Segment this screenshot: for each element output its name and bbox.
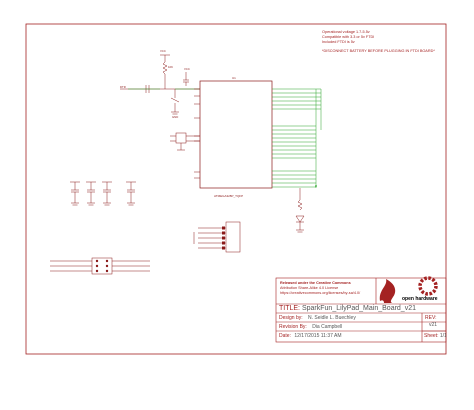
mcu-left-pins — [194, 88, 200, 179]
svg-text:VCC: VCC — [184, 67, 190, 71]
design-row: Design by: N. Seidle L. Buechley — [279, 315, 356, 321]
svg-text:VCC: VCC — [160, 49, 166, 53]
title-label: TITLE: — [279, 305, 301, 312]
license-line-3: https://creativecommons.org/licenses/by-… — [280, 291, 361, 296]
rev-label: REV: — [425, 315, 437, 321]
reset-labels: VCC 10K DTR GND VCC — [120, 49, 190, 119]
sheet-value: 1/1 — [439, 333, 447, 339]
title-value: SparkFun_LilyPad_Main_Board_v21 — [301, 305, 416, 312]
note-battery-warning: *DISCONNECT BATTERY BEFORE PLUGGING IN F… — [322, 49, 435, 53]
svg-text:10K: 10K — [168, 65, 173, 69]
rev-cell: REV: v21 — [425, 315, 437, 329]
sheet-row: Sheet: 1/1 — [424, 333, 447, 339]
date-label: Date: — [279, 333, 291, 339]
open-hardware-logo-icon — [379, 276, 438, 303]
mcu-right-vertical-bus — [315, 89, 322, 188]
design-value: N. Seidle L. Buechley — [308, 315, 356, 321]
revision-label: Revision By: — [279, 324, 307, 330]
resonator — [170, 132, 200, 151]
date-value: 12/17/2015 11:37 AM — [294, 333, 342, 339]
note-operational-voltage: Operational voltage 1.7-5.5v — [322, 30, 370, 34]
mcu-symbol: U1 ATMEGA328P_TQFP — [199, 76, 273, 198]
sheet-label: Sheet: — [424, 333, 439, 339]
status-led — [295, 188, 305, 233]
mcu-right-wires — [272, 88, 321, 188]
license-block: Released under the Creative Commons Attr… — [280, 281, 360, 297]
serial-header-pins — [95, 259, 109, 273]
revision-row: Revision By: Dia Campbell — [279, 324, 342, 330]
decoupling-caps — [70, 181, 136, 206]
mcu-ref: U1 — [232, 76, 236, 80]
license-line-1: Released under the Creative Commons — [280, 281, 351, 285]
design-notes: Operational voltage 1.7-5.5v Compatible … — [322, 30, 435, 54]
note-ftdi-compatibility: Compatible with 3.3 or 5v FTDI — [322, 35, 375, 39]
mcu-body — [199, 80, 273, 189]
note-ftdi-included: Included FTDI is 5v — [322, 40, 355, 44]
serial-header — [50, 257, 150, 275]
license-line-2: Attribution Share-Alike 4.0 License — [280, 286, 339, 291]
revision-value: Dia Campbell — [312, 324, 343, 330]
mcu-part: ATMEGA328P_TQFP — [214, 194, 243, 198]
isp-header-pins — [222, 226, 225, 250]
date-row: Date: 12/17/2015 11:37 AM — [279, 333, 342, 339]
reset-circuit — [120, 54, 200, 115]
design-label: Design by: — [279, 315, 303, 321]
bus-junctions — [315, 185, 317, 187]
isp-header — [193, 221, 241, 253]
title-block — [275, 277, 447, 343]
svg-text:GND: GND — [172, 115, 178, 119]
rev-value: v21 — [429, 322, 438, 328]
drawing-frame — [25, 23, 447, 355]
logo-text: open hardware — [402, 296, 438, 302]
svg-text:DTR: DTR — [120, 85, 126, 89]
title-row: TITLE: SparkFun_LilyPad_Main_Board_v21 — [279, 305, 416, 313]
